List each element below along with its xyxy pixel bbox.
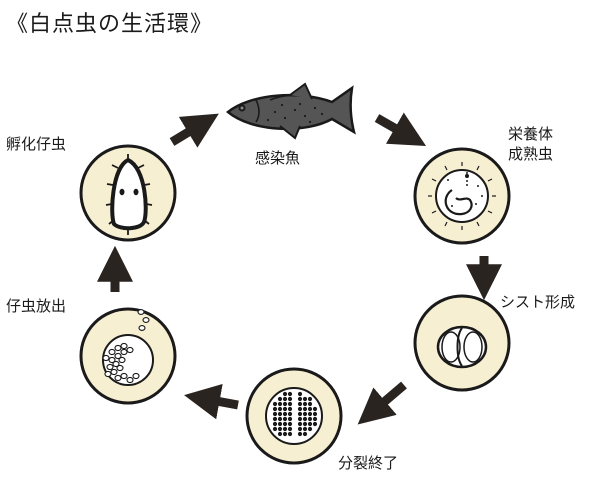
cell-dot [277,431,283,437]
cell-dot [302,406,308,412]
cell-dot [307,401,313,407]
cell-dot [307,411,313,417]
label-larva-release: 仔虫放出 [6,297,67,315]
fish-icon [226,82,356,140]
release-stage [79,307,177,405]
cell-dot [277,426,283,432]
cell-dot [287,411,293,417]
cell-dot [282,401,288,407]
larva-dot [126,376,134,384]
cell-dot [302,426,308,432]
larva-dot [102,354,110,362]
cell-dot [282,421,288,427]
label-cyst-formation: シスト形成 [500,293,576,311]
cell-dot [307,421,313,427]
cell-dot [282,391,288,397]
larva-dot [114,352,122,360]
larva-dot [112,360,120,368]
cell-dot [287,431,293,437]
cell-dot [312,406,318,412]
larva-dot [106,363,114,371]
cyst-stage [413,294,511,392]
cell-dot [297,406,303,412]
cell-dot [272,416,278,422]
larva-dot [114,344,122,352]
label-hatched-larva: 孵化仔虫 [6,135,67,153]
label-infected-fish: 感染魚 [255,149,301,167]
larva-dot [120,342,128,350]
cell-dot [307,406,313,412]
cell-dot [272,401,278,407]
cell-dot [287,406,293,412]
cell-dot [297,416,303,422]
arrow-fish-to-trophont [374,112,427,147]
cell-dot [272,421,278,427]
cell-dot [272,426,278,432]
label-trophont: 栄養体 成熟虫 [508,124,553,164]
trophont-stage [413,147,511,245]
cell-dot [297,411,303,417]
cell-dot [277,401,283,407]
cell-dot [307,396,313,402]
larva-dot [108,348,116,356]
label-trophont-line1: 栄養体 [508,125,554,143]
cell-dot [287,416,293,422]
hatch-stage [79,144,177,242]
cell-dot [287,401,293,407]
cell-dot [307,416,313,422]
cell-dot [297,396,303,402]
division-stage [245,367,343,465]
diagram-title: 《白点虫の生活環》 [6,12,214,37]
arrow-hatch-to-fish [169,113,219,148]
arrow-cyst-to-division [357,381,407,425]
larva-dot [116,364,124,372]
cell-dot [287,426,293,432]
larva-dot [104,370,112,378]
cell-dot [297,431,303,437]
cell-dot [277,416,283,422]
cell-dot [272,411,278,417]
cell-dot [307,426,313,432]
larva-dot [118,356,126,364]
cell-dot [277,421,283,427]
cell-dot [297,401,303,407]
label-trophont-line2: 成熟虫 [508,145,554,163]
cell-dot [277,396,283,402]
cell-dot [282,411,288,417]
cell-dot [297,391,303,397]
larva-dot [110,368,118,376]
cell-dot [302,411,308,417]
larva-dot [108,356,116,364]
cell-dot [277,406,283,412]
cell-dot [302,431,308,437]
cell-dot [302,416,308,422]
cell-dot [282,431,288,437]
cell-dot [287,421,293,427]
cell-dot [312,416,318,422]
larva-dot [126,346,134,354]
cell-dot [297,421,303,427]
cell-dot [282,416,288,422]
label-division-complete: 分裂終了 [338,454,399,472]
cell-dot [312,421,318,427]
larva-dot [132,372,140,380]
cell-dot [282,406,288,412]
cell-dot [302,396,308,402]
larva-dot [120,348,128,356]
cell-dot [302,401,308,407]
cell-dot [272,406,278,412]
cell-dot [282,396,288,402]
larva-dot [120,372,128,380]
larva-dot [114,374,122,382]
cell-dot [287,391,293,397]
cell-dot [297,426,303,432]
cell-dot [312,411,318,417]
cell-dot [287,396,293,402]
cell-dot [302,421,308,427]
cell-dot [282,426,288,432]
arrow-division-to-release [184,383,239,420]
cell-dot [277,411,283,417]
